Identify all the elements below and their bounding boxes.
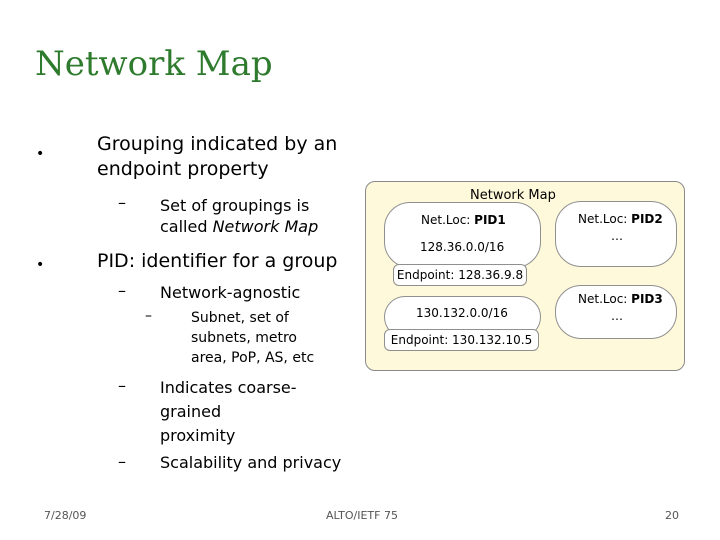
sub-bullet-marker: – bbox=[118, 193, 126, 212]
pid1-name: PID1 bbox=[474, 213, 506, 227]
pid1-group bbox=[384, 202, 541, 268]
footer-date: 7/28/09 bbox=[44, 509, 87, 522]
pid3-label: Net.Loc: PID3 bbox=[578, 292, 663, 306]
sub-bullet-text: Scalability and privacy bbox=[160, 453, 342, 472]
group2-endpoint: Endpoint: 130.132.10.5 bbox=[384, 329, 539, 351]
sub-bullet-marker: – bbox=[118, 452, 126, 471]
network-map-title: Network Map bbox=[470, 188, 556, 203]
sub-bullet-line: called Network Map bbox=[160, 216, 318, 237]
pid3-name: PID3 bbox=[631, 292, 663, 306]
pid1-prefix: Net.Loc: bbox=[421, 213, 475, 227]
sub-sub-bullet-line: Subnet, set of bbox=[191, 310, 289, 326]
plain-text: called bbox=[160, 217, 213, 236]
pid2-prefix: Net.Loc: bbox=[578, 212, 632, 226]
sub-bullet-text: Indicates coarse- grained proximity bbox=[160, 376, 297, 448]
sub-bullet-line: Indicates coarse- bbox=[160, 378, 297, 397]
sub-sub-bullet-line: subnets, metro bbox=[191, 330, 297, 346]
pid2-more: … bbox=[611, 229, 623, 243]
sub-sub-bullet-marker: – bbox=[145, 308, 152, 324]
italic-text: Network Map bbox=[212, 217, 319, 236]
bullet-marker: • bbox=[36, 257, 45, 273]
sub-bullet-line: proximity bbox=[160, 426, 236, 445]
page-number: 20 bbox=[665, 509, 679, 522]
pid2-name: PID2 bbox=[631, 212, 663, 226]
pid3-more: … bbox=[611, 309, 623, 323]
footer-center: ALTO/IETF 75 bbox=[326, 509, 398, 522]
pid3-prefix: Net.Loc: bbox=[578, 292, 632, 306]
group2-subnet: 130.132.0.0/16 bbox=[416, 306, 508, 320]
pid3-oval bbox=[555, 285, 677, 339]
bullet-marker: • bbox=[36, 146, 45, 162]
sub-sub-bullet-line: area, PoP, AS, etc bbox=[191, 350, 315, 366]
pid1-label: Net.Loc: PID1 bbox=[421, 213, 506, 227]
sub-bullet-text: Network-agnostic bbox=[160, 283, 301, 302]
pid2-label: Net.Loc: PID2 bbox=[578, 212, 663, 226]
sub-bullet-marker: – bbox=[118, 281, 126, 300]
pid1-subnet: 128.36.0.0/16 bbox=[420, 240, 505, 254]
sub-bullet-line: grained bbox=[160, 402, 222, 421]
bullet-text-line: endpoint property bbox=[97, 158, 269, 180]
pid1-endpoint: Endpoint: 128.36.9.8 bbox=[393, 264, 527, 286]
sub-bullet-text: Set of groupings is called Network Map bbox=[160, 195, 318, 237]
bullet-text: PID: identifier for a group bbox=[97, 250, 338, 272]
bullet-text: Grouping indicated by an endpoint proper… bbox=[97, 132, 337, 182]
sub-bullet-line: Set of groupings is bbox=[160, 196, 310, 215]
pid2-group bbox=[555, 201, 677, 267]
sub-bullet-marker: – bbox=[118, 376, 126, 395]
sub-sub-bullet-text: Subnet, set of subnets, metro area, PoP,… bbox=[191, 308, 314, 368]
slide-title: Network Map bbox=[35, 44, 273, 84]
bullet-text-line: Grouping indicated by an bbox=[97, 133, 338, 155]
